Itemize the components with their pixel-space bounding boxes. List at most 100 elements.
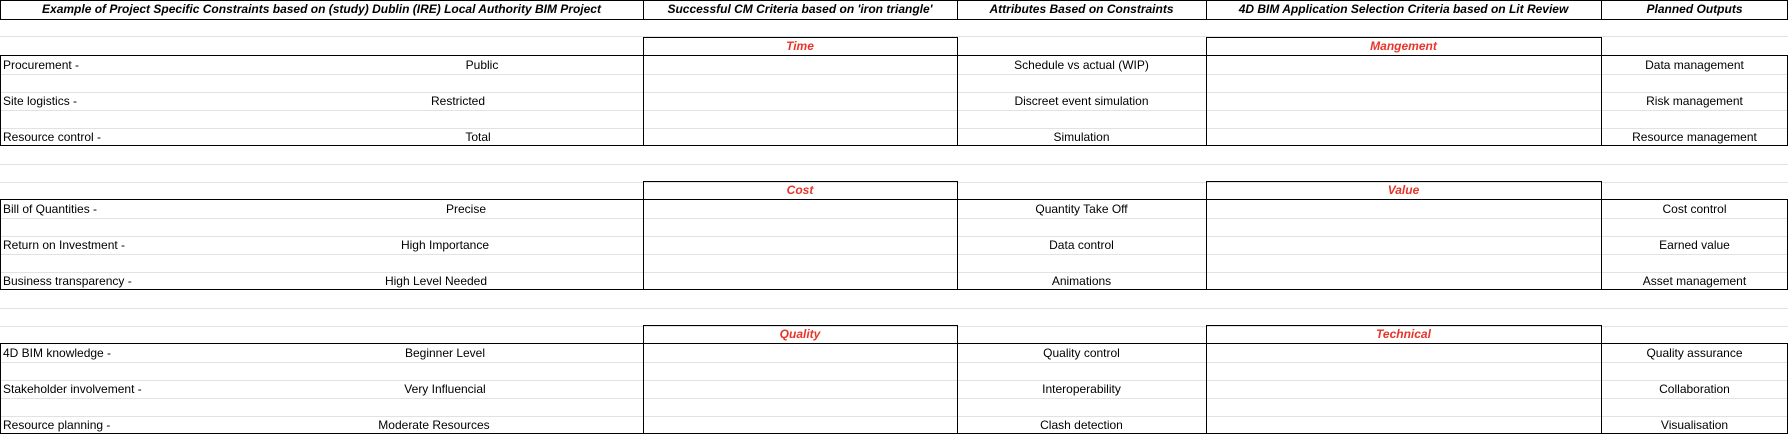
section-border	[1601, 343, 1602, 434]
planned-output: Quality assurance	[1646, 346, 1743, 360]
section-border	[957, 325, 958, 343]
attribute: Clash detection	[1040, 418, 1123, 432]
section-border	[957, 37, 958, 55]
section-border	[643, 55, 644, 146]
planned-output: Data management	[1645, 58, 1744, 72]
section-border	[643, 325, 958, 326]
section-border	[0, 55, 1, 146]
selection-mangement: Mangement	[1370, 39, 1437, 53]
gridline	[0, 380, 1788, 381]
planned-output: Earned value	[1659, 238, 1730, 252]
header-project-constraints: Example of Project Specific Constraints …	[42, 2, 601, 16]
gridline	[0, 92, 1788, 93]
constraint-label: Bill of Quantities -	[3, 202, 98, 216]
gridline	[0, 362, 1788, 363]
attribute: Animations	[1051, 274, 1112, 288]
section-border	[1206, 37, 1207, 55]
section-border	[643, 37, 644, 55]
section-border	[0, 55, 1788, 56]
gridline	[0, 272, 1788, 273]
section-border	[0, 343, 1, 434]
planned-output: Collaboration	[1659, 382, 1730, 396]
attribute: Quantity Take Off	[1035, 202, 1128, 216]
constraint-level: Beginner Level	[404, 346, 486, 360]
gridline	[0, 398, 1788, 399]
section-border	[643, 325, 644, 343]
gridline	[0, 236, 1788, 237]
attribute: Discreet event simulation	[1014, 94, 1149, 108]
section-border	[643, 199, 644, 290]
criteria-cost: Cost	[786, 183, 814, 197]
section-border	[1206, 325, 1602, 326]
criteria-time: Time	[786, 39, 814, 53]
section-border	[957, 343, 958, 434]
section-border	[957, 181, 958, 199]
section-border	[1601, 37, 1602, 55]
gridline	[0, 128, 1788, 129]
criteria-quality: Quality	[779, 327, 821, 341]
section-border	[1206, 55, 1207, 146]
constraint-label: Stakeholder involvement -	[3, 382, 142, 396]
attribute: Simulation	[1053, 130, 1110, 144]
gridline	[0, 182, 1788, 183]
constraint-level: High Importance	[400, 238, 490, 252]
selection-technical: Technical	[1376, 327, 1431, 341]
attribute: Schedule vs actual (WIP)	[1014, 58, 1149, 72]
header-border-bottom	[0, 19, 1788, 20]
header-cm-criteria: Successful CM Criteria based on 'iron tr…	[667, 2, 933, 16]
header-divider	[643, 0, 644, 20]
section-border	[1206, 199, 1207, 290]
constraint-label: Procurement -	[3, 58, 80, 72]
header-divider	[1601, 0, 1602, 20]
section-border	[0, 289, 1788, 290]
gridline	[0, 74, 1788, 75]
section-border	[643, 181, 958, 182]
constraint-level: Moderate Resources	[378, 418, 490, 432]
section-border	[0, 199, 1, 290]
planned-output: Visualisation	[1660, 418, 1729, 432]
constraint-label: Resource planning -	[3, 418, 111, 432]
header-divider	[0, 0, 1, 20]
section-border	[0, 145, 1788, 146]
section-border	[1601, 55, 1602, 146]
section-border	[1206, 325, 1207, 343]
gridline	[0, 164, 1788, 165]
section-border	[1206, 343, 1207, 434]
header-attributes: Attributes Based on Constraints	[989, 2, 1174, 16]
planned-output: Asset management	[1642, 274, 1747, 288]
planned-output: Cost control	[1662, 202, 1727, 216]
gridline	[0, 308, 1788, 309]
header-border-top	[0, 0, 1788, 1]
gridline	[0, 36, 1788, 37]
planned-output: Risk management	[1646, 94, 1743, 108]
constraint-level: Total	[465, 130, 491, 144]
gridline	[0, 254, 1788, 255]
gridline	[0, 218, 1788, 219]
section-border	[643, 37, 958, 38]
gridline	[0, 326, 1788, 327]
section-border	[1601, 181, 1602, 199]
constraint-label: Site logistics -	[3, 94, 78, 108]
header-planned-outputs: Planned Outputs	[1646, 2, 1743, 16]
section-border	[643, 181, 644, 199]
selection-value: Value	[1387, 183, 1420, 197]
section-border	[0, 343, 1788, 344]
header-divider	[957, 0, 958, 20]
section-border	[957, 55, 958, 146]
constraint-level: Very Influencial	[404, 382, 486, 396]
section-border	[957, 199, 958, 290]
header-selection-criteria: 4D BIM Application Selection Criteria ba…	[1238, 2, 1569, 16]
attribute: Quality control	[1043, 346, 1120, 360]
constraint-label: 4D BIM knowledge -	[3, 346, 112, 360]
constraint-level: Public	[465, 58, 499, 72]
section-border	[1206, 181, 1207, 199]
section-border	[643, 343, 644, 434]
constraint-label: Resource control -	[3, 130, 102, 144]
gridline	[0, 110, 1788, 111]
constraint-level: Restricted	[430, 94, 486, 108]
header-divider	[1206, 0, 1207, 20]
section-border	[1206, 37, 1602, 38]
section-border	[1206, 181, 1602, 182]
section-border	[1601, 325, 1602, 343]
